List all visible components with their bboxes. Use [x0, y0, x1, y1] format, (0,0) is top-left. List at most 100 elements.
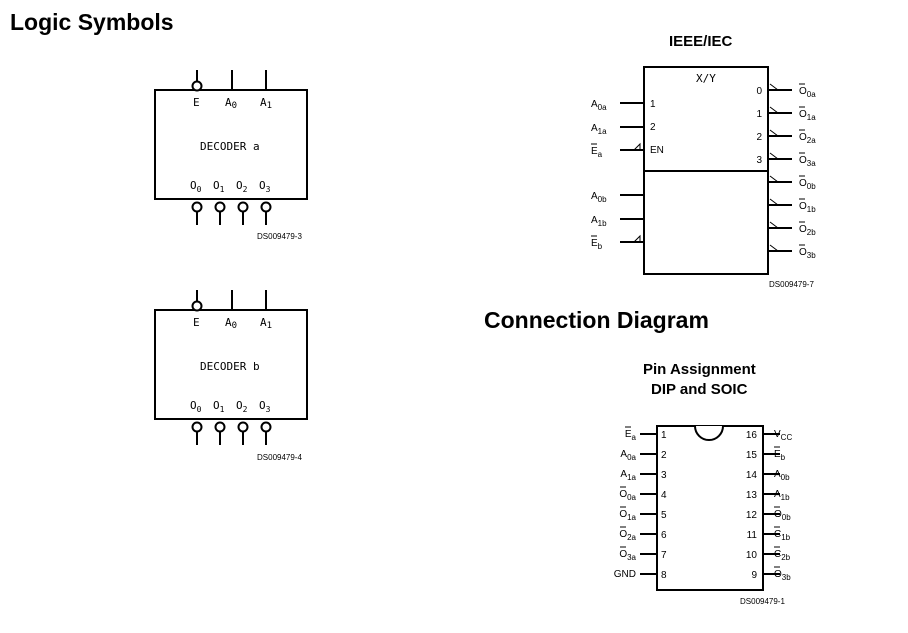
dip-soic-heading: DIP and SOIC	[651, 381, 748, 398]
pin-label-o0a-text: O0a	[799, 86, 816, 99]
inversion-bubble	[260, 421, 272, 433]
inversion-bubble	[214, 201, 226, 213]
pin1-notch	[694, 425, 724, 441]
figure-reference: DS009479-3	[257, 232, 302, 241]
pin-label-o2a-text: O2a	[799, 132, 816, 145]
pin-name-4-text: O0a	[619, 489, 636, 502]
inversion-bubble	[191, 300, 203, 312]
pin-name-8: GND	[614, 569, 636, 580]
inversion-bubble	[237, 421, 249, 433]
pin-label-eb: Eb	[591, 235, 603, 251]
pin-label-o1a-text: O1a	[799, 109, 816, 122]
pin-name-14-text: A0b	[774, 469, 790, 482]
pin-name-6-text: O2a	[619, 529, 636, 542]
pin-name-6: O2a	[619, 526, 637, 542]
inner-output-label: 0	[756, 86, 762, 97]
pin-name-1: Ea	[625, 426, 637, 442]
pin-name-7: O3a	[619, 546, 637, 562]
pin-name-14: A0b	[774, 469, 790, 482]
inner-output-label: 2	[756, 132, 762, 143]
pin-label-o2b-text: O2b	[799, 224, 816, 237]
a1-label: A1	[260, 96, 272, 111]
pin-label-o1a: O1a	[799, 106, 816, 122]
decoder-b-title: DECODER b	[200, 360, 260, 373]
inner-output-label: 3	[756, 155, 762, 166]
figure-reference: DS009479-7	[769, 280, 814, 289]
active-low-indicator	[769, 244, 780, 252]
pin-name-2-text: A0a	[620, 449, 636, 462]
pin-number: 10	[746, 550, 758, 561]
pin-number: 3	[661, 470, 667, 481]
output-label-2: O2	[236, 179, 248, 194]
pin-name-10: C2b	[774, 546, 791, 562]
pin-number: 1	[661, 430, 667, 441]
output-label-1-text: O1	[213, 179, 225, 194]
a0-label: A0	[225, 316, 237, 331]
pin-number: 15	[746, 450, 758, 461]
pin-label-ea-text: Ea	[591, 146, 603, 159]
pin-assignment-heading: Pin Assignment	[643, 361, 756, 378]
pin-name-13-text: A1b	[774, 489, 790, 502]
enable-label: E	[193, 96, 200, 109]
pin-number: 11	[747, 530, 758, 541]
output-label-0: O0	[190, 399, 202, 414]
inversion-bubble	[191, 201, 203, 213]
output-label-2-text: O2	[236, 399, 248, 414]
active-low-indicator	[769, 198, 780, 206]
connection-diagram-heading: Connection Diagram	[484, 307, 709, 333]
dip-body	[656, 425, 764, 591]
pin-number: 6	[661, 530, 667, 541]
active-low-indicator	[769, 152, 780, 160]
output-label-3-text: O3	[259, 179, 271, 194]
pin-label-o2b: O2b	[799, 221, 816, 237]
inner-output-label: 1	[756, 109, 762, 120]
pin-label-a1b-text: A1b	[591, 215, 607, 228]
output-label-2-text: O2	[236, 179, 248, 194]
pin-name-16-text: VCC	[774, 429, 792, 442]
pin-name-15: Eb	[774, 446, 786, 462]
pin-name-8-text: GND	[614, 569, 636, 580]
pin-label-o3b-text: O3b	[799, 247, 816, 260]
a1-label: A1	[260, 316, 272, 331]
enable-label: E	[193, 316, 200, 329]
inner-input-label: 1	[650, 99, 656, 110]
pin-label-o1b: O1b	[799, 198, 816, 214]
decoder-a-title: DECODER a	[200, 140, 260, 153]
pin-name-11-text: C1b	[774, 529, 791, 542]
ieee-iec-heading: IEEE/IEC	[669, 33, 733, 50]
pin-number: 12	[746, 510, 758, 521]
pin-number: 14	[746, 470, 758, 481]
output-label-0-text: O0	[190, 179, 202, 194]
logic-symbols-heading: Logic Symbols	[10, 9, 174, 35]
pin-label-o3b: O3b	[799, 244, 816, 260]
pin-label-o0b: O0b	[799, 175, 816, 191]
pin-name-13: A1b	[774, 489, 790, 502]
pin-label-o0b-text: O0b	[799, 178, 816, 191]
pin-name-16: VCC	[774, 429, 792, 442]
pin-number: 2	[661, 450, 667, 461]
pin-number: 4	[661, 490, 667, 501]
figure-reference: DS009479-4	[257, 453, 302, 462]
inversion-bubble	[260, 201, 272, 213]
pin-label-a1a: A1a	[591, 123, 607, 136]
pin-label-ea: Ea	[591, 143, 603, 159]
pin-label-a0a: A0a	[591, 99, 607, 112]
pin-number: 9	[751, 570, 757, 581]
pin-name-1-text: Ea	[625, 429, 637, 442]
pin-name-4: O0a	[619, 486, 637, 502]
decoder-b-body	[154, 309, 308, 420]
pin-name-5: O1a	[619, 506, 637, 522]
inversion-bubble	[191, 421, 203, 433]
pin-label-a0b-text: A0b	[591, 191, 607, 204]
pin-label-o3a: O3a	[799, 152, 816, 168]
active-low-indicator	[633, 234, 641, 243]
